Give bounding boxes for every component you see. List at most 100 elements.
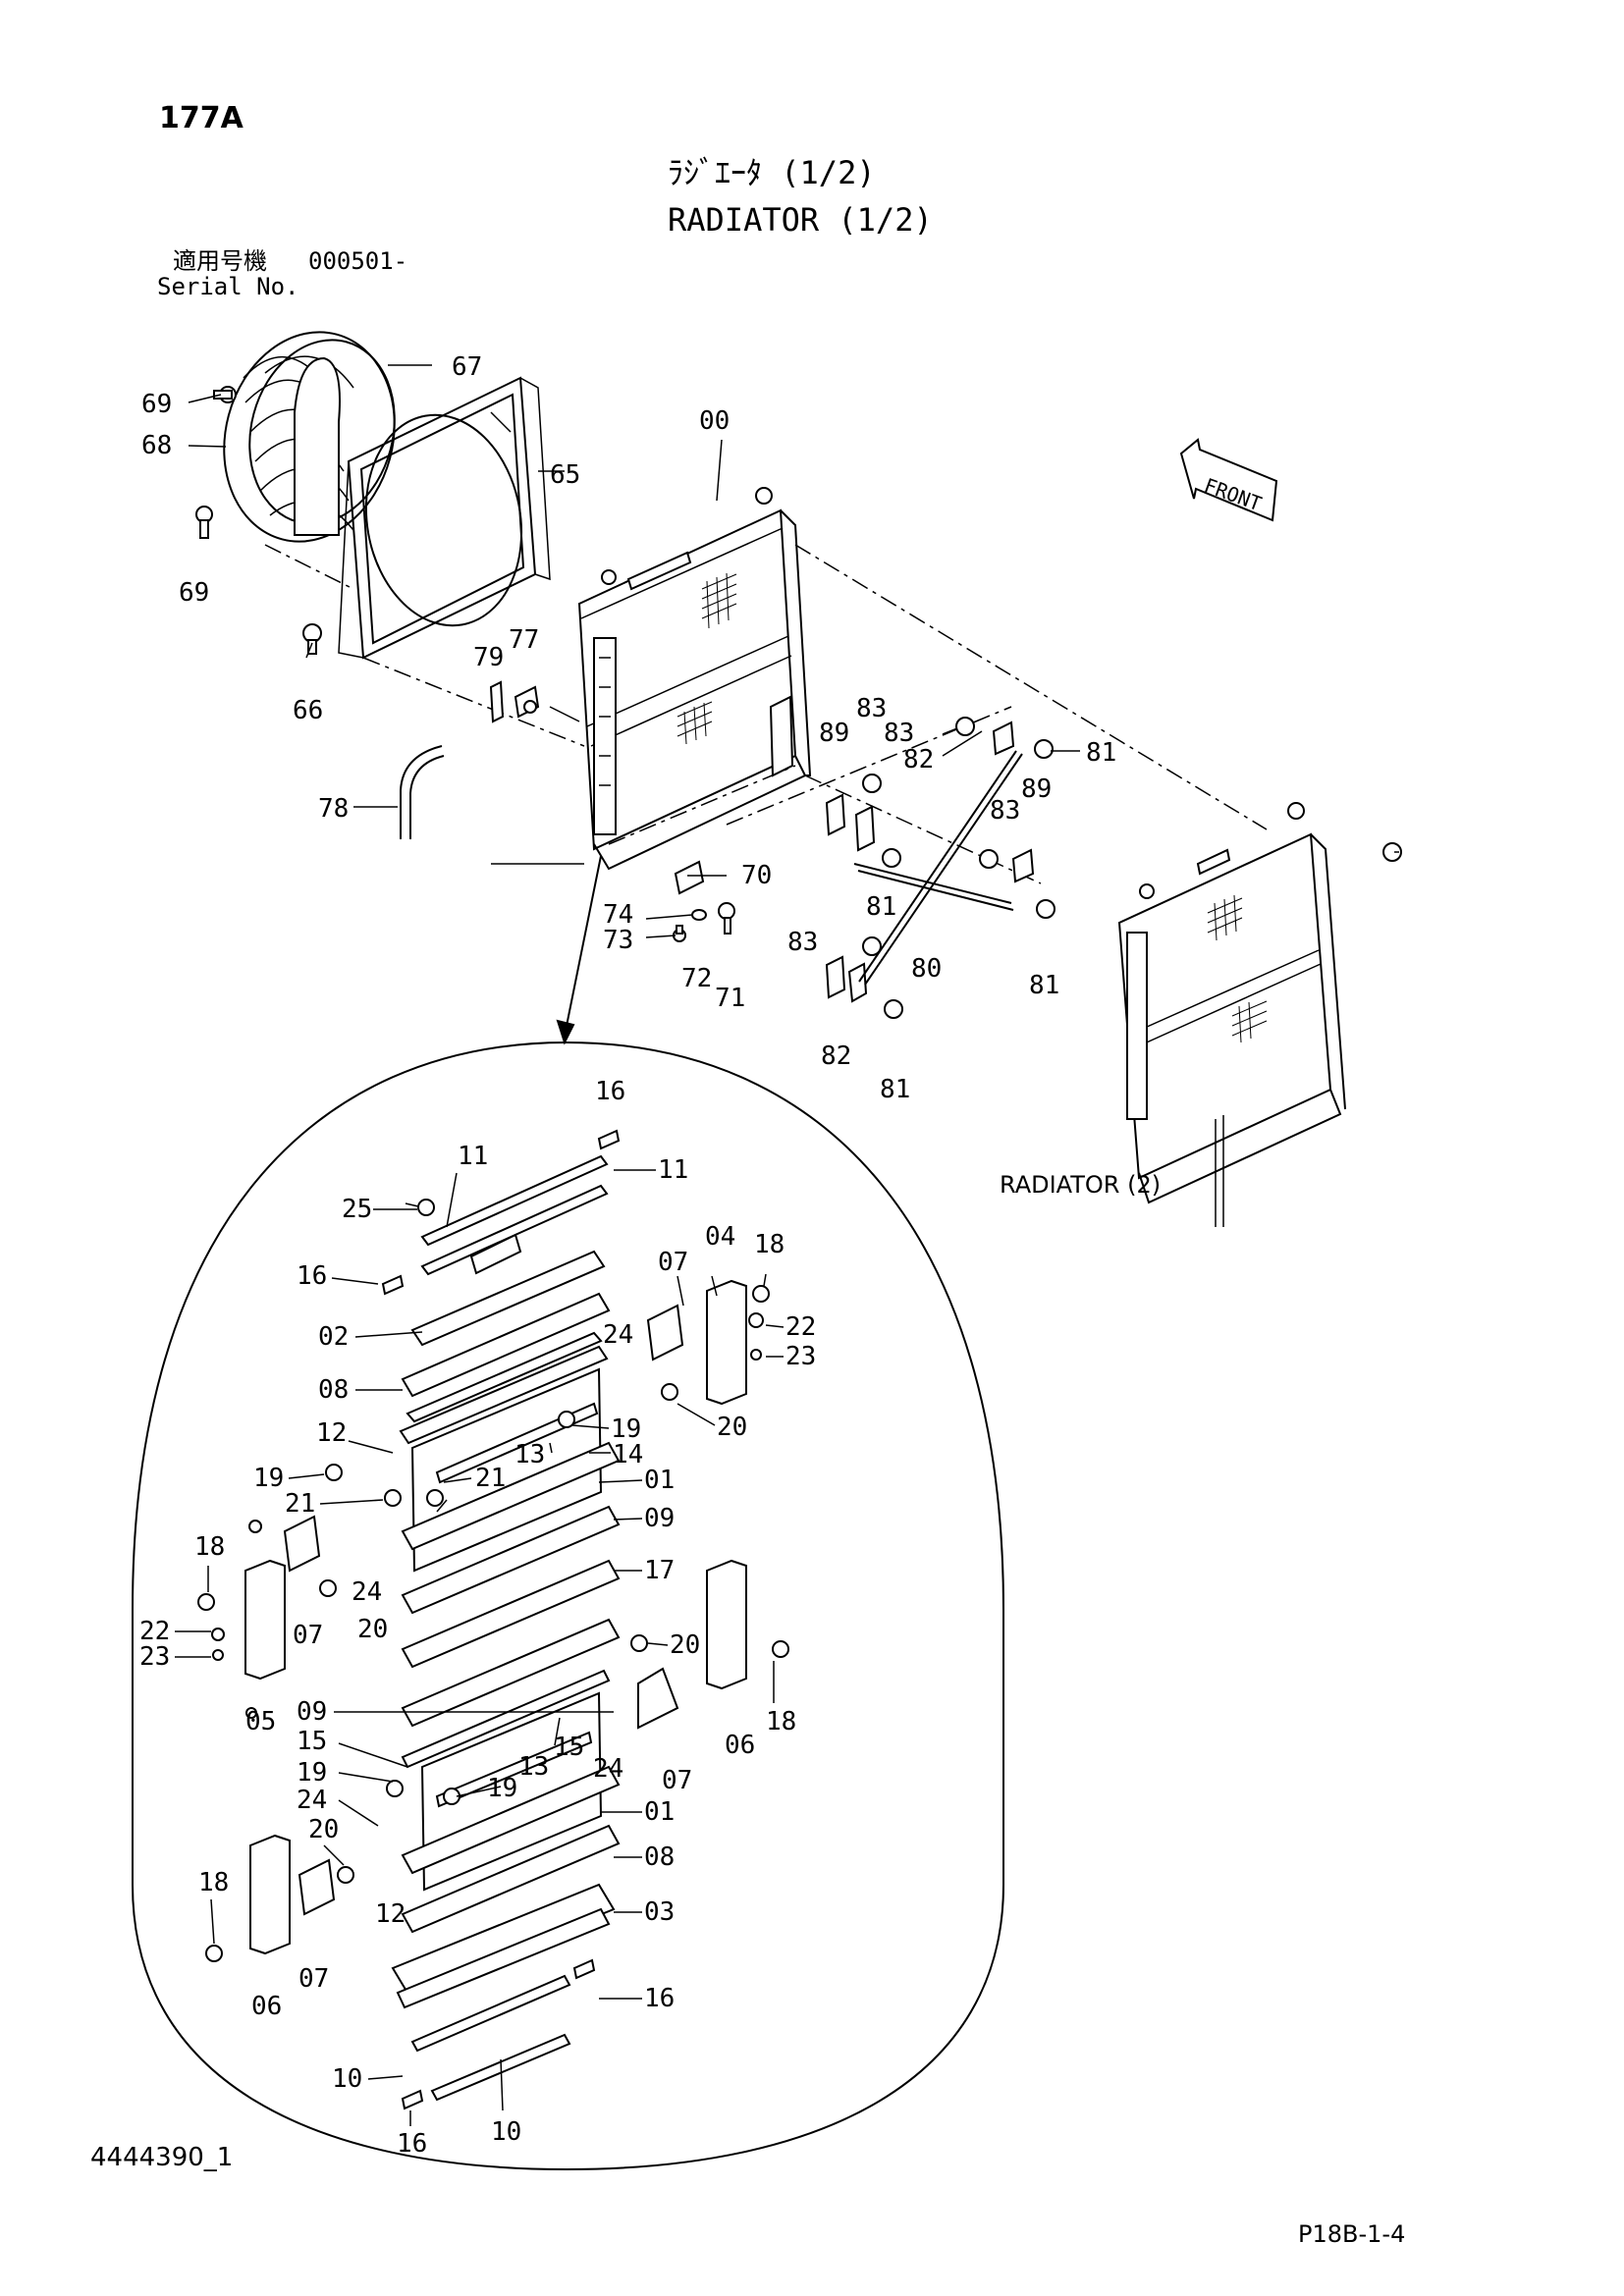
front-direction-arrow: FRONT <box>1179 438 1278 522</box>
callout: 81 <box>1086 738 1116 768</box>
callout: 81 <box>866 892 896 922</box>
callout: 11 <box>458 1142 488 1171</box>
front-label: FRONT <box>1201 473 1265 515</box>
callout: 07 <box>298 1964 329 1994</box>
fan-shroud <box>338 376 551 660</box>
callout: 20 <box>308 1815 339 1844</box>
callout: 08 <box>644 1842 675 1872</box>
callout: 23 <box>785 1342 816 1371</box>
callout: 24 <box>593 1754 623 1784</box>
callout: 04 <box>705 1222 735 1252</box>
callout: 83 <box>787 928 818 957</box>
callout: 13 <box>518 1752 549 1782</box>
callout: 03 <box>644 1897 675 1927</box>
serial-number-value: 000501- <box>308 247 408 275</box>
callout-leaders <box>188 364 1399 938</box>
callout: 71 <box>715 984 745 1013</box>
page-title-japanese: ﾗｼﾞｴｰﾀ (1/2) <box>668 154 876 191</box>
callout: 66 <box>293 696 323 725</box>
callout: 82 <box>903 745 934 774</box>
callout: 12 <box>316 1418 347 1448</box>
callout: 18 <box>766 1707 796 1736</box>
callout: 25 <box>342 1195 372 1224</box>
assembly-lines <box>264 544 1268 884</box>
callout: 16 <box>595 1077 625 1106</box>
callout: 21 <box>285 1489 315 1519</box>
callout: 07 <box>658 1248 688 1277</box>
detail-leader <box>564 855 602 1037</box>
callout: 20 <box>717 1413 747 1442</box>
fan-assembly <box>223 331 396 543</box>
callout: 09 <box>297 1697 327 1727</box>
callout: 67 <box>452 352 482 382</box>
callout: 24 <box>603 1320 633 1350</box>
page-id: 177A <box>159 101 244 135</box>
detail-arrowhead <box>556 1019 575 1045</box>
callout: 19 <box>611 1415 641 1444</box>
callout: 69 <box>179 578 209 608</box>
callout: 89 <box>1021 774 1052 804</box>
mounting-brackets <box>825 717 1402 1019</box>
callout: 01 <box>644 1466 675 1495</box>
callout: 82 <box>821 1041 851 1071</box>
callout: 24 <box>297 1786 327 1815</box>
callouts-detail: 16 11 11 25 16 02 08 07 04 18 22 23 24 2… <box>139 1077 816 2159</box>
hose <box>400 745 443 839</box>
callout: 14 <box>613 1440 643 1469</box>
main-radiator <box>577 487 812 871</box>
callout: 10 <box>491 2117 521 2147</box>
callout: 06 <box>725 1731 755 1760</box>
callout: 16 <box>644 1984 675 2013</box>
callout: 83 <box>856 694 887 723</box>
callout: 19 <box>297 1758 327 1788</box>
detail-enlargement-outline <box>132 1041 1004 2171</box>
radiator-core-grid-upper <box>701 572 737 629</box>
callout: 21 <box>475 1464 506 1493</box>
callouts-upper: 67 69 68 69 65 00 66 79 77 78 70 74 73 7… <box>141 352 1161 1199</box>
callout: 74 <box>603 900 633 930</box>
core-stack <box>381 1129 621 2110</box>
callout: 24 <box>352 1577 382 1607</box>
detail-callout-leaders <box>175 1169 785 2126</box>
callout: 83 <box>990 796 1020 826</box>
serial-label: Serial No. <box>157 273 299 300</box>
callout: 22 <box>785 1312 816 1342</box>
callout: 78 <box>318 794 349 824</box>
callout: 12 <box>375 1899 406 1929</box>
callout: 80 <box>911 954 942 984</box>
callout: 13 <box>514 1440 545 1469</box>
callout: 83 <box>884 719 914 748</box>
page-code: P18B-1-4 <box>1298 2220 1406 2248</box>
page-title: RADIATOR (1/2) <box>668 201 933 239</box>
callout: 16 <box>297 1261 327 1291</box>
callout: 23 <box>139 1642 170 1672</box>
upper-small-parts <box>195 386 735 942</box>
callout: 15 <box>554 1733 584 1762</box>
callout: 81 <box>1029 971 1059 1000</box>
callout: 69 <box>141 390 172 419</box>
callout: 07 <box>293 1621 323 1650</box>
callout: 65 <box>550 460 580 490</box>
callout: 73 <box>603 926 633 955</box>
callout: 08 <box>318 1375 349 1405</box>
callout: 20 <box>357 1615 388 1644</box>
callout: 02 <box>318 1322 349 1352</box>
callout: 17 <box>644 1556 675 1585</box>
callout: 16 <box>397 2129 427 2159</box>
callout: 81 <box>880 1075 910 1104</box>
side-plates <box>244 1279 747 1955</box>
callout: 09 <box>644 1504 675 1533</box>
callout: 18 <box>194 1532 225 1562</box>
callout: 06 <box>251 1992 282 2021</box>
radiator-2-label: RADIATOR (2) <box>1000 1171 1161 1199</box>
callout: 20 <box>670 1630 700 1660</box>
callout: 00 <box>699 406 730 436</box>
callout: 19 <box>253 1464 284 1493</box>
callout: 68 <box>141 431 172 460</box>
callout: 79 <box>473 643 504 672</box>
detail-fasteners <box>197 1199 789 1962</box>
callout: 89 <box>819 719 849 748</box>
callout: 18 <box>754 1230 785 1259</box>
callout: 18 <box>198 1868 229 1897</box>
